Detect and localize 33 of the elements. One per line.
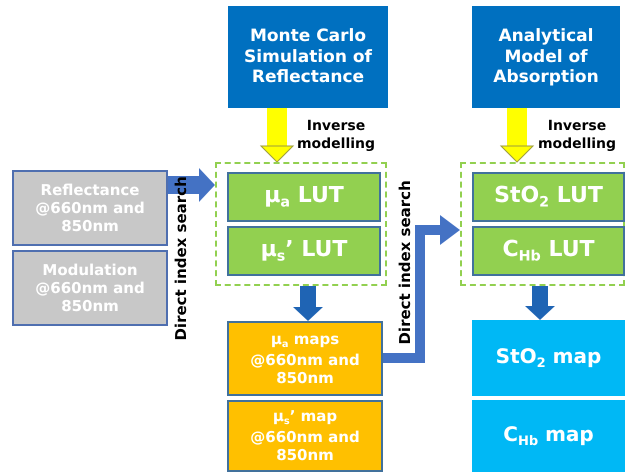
lut-box: [227, 172, 381, 222]
edge-label: Inverse modelling: [296, 118, 376, 153]
box-label: Monte Carlo Simulation of Reflectance: [243, 26, 373, 88]
edge-label: Inverse modelling: [537, 118, 617, 153]
block-arrow: [168, 168, 215, 202]
block-arrow: [293, 286, 323, 321]
box-label: StO$_{2}$ map: [496, 344, 602, 372]
map-box: [472, 320, 625, 396]
edge-label: Direct index search: [172, 176, 191, 340]
map-box: [472, 400, 625, 472]
model-box: [228, 6, 388, 108]
box-label: μ$_{s}$’ map @660nm and 850nm: [249, 407, 361, 465]
box-label: StO$_{2}$ LUT: [494, 182, 603, 212]
dashed-group-frame: [460, 162, 625, 286]
box-label: C$_{Hb}$ LUT: [502, 236, 595, 266]
map-box: [227, 321, 383, 396]
input-box: [12, 250, 168, 326]
input-box: [12, 170, 168, 246]
block-arrow: [500, 108, 534, 162]
lut-box: [472, 172, 625, 222]
dashed-group-frame: [215, 162, 387, 286]
block-arrow: [525, 286, 555, 320]
edge-label: Direct index search: [396, 180, 415, 344]
box-label: μ$_{a}$ maps @660nm and 850nm: [249, 330, 361, 388]
box-label: μ$_{a}$ LUT: [264, 182, 344, 212]
box-label: C$_{Hb}$ map: [503, 422, 594, 450]
block-arrow: [260, 108, 294, 162]
model-box: [472, 6, 620, 108]
box-label: μ$_{s}$’ LUT: [260, 236, 348, 266]
box-label: Analytical Model of Absorption: [492, 26, 600, 88]
map-box: [227, 400, 383, 472]
lut-box: [227, 226, 381, 276]
lut-box: [472, 226, 625, 276]
